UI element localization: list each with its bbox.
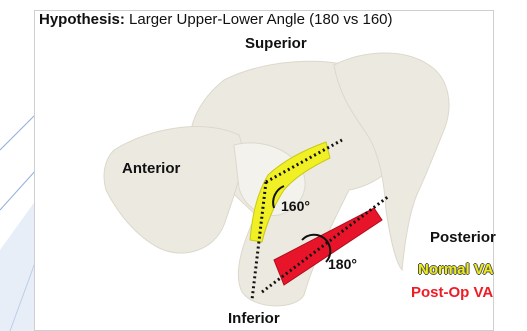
title-prefix: Hypothesis: <box>39 11 125 28</box>
angle-label-normal: 160° <box>281 198 310 214</box>
label-posterior: Posterior <box>430 229 496 246</box>
angle-label-postop: 180° <box>328 256 357 272</box>
label-anterior: Anterior <box>122 160 180 177</box>
legend-normal-va: Normal VA <box>418 261 494 278</box>
legend-postop-va: Post-Op VA <box>411 284 493 301</box>
hypothesis-title: Hypothesis: Larger Upper-Lower Angle (18… <box>39 11 393 28</box>
label-superior: Superior <box>245 35 307 52</box>
title-text: Larger Upper-Lower Angle (180 vs 160) <box>129 11 392 28</box>
label-inferior: Inferior <box>228 310 280 327</box>
pelvis-illustration <box>34 10 494 331</box>
